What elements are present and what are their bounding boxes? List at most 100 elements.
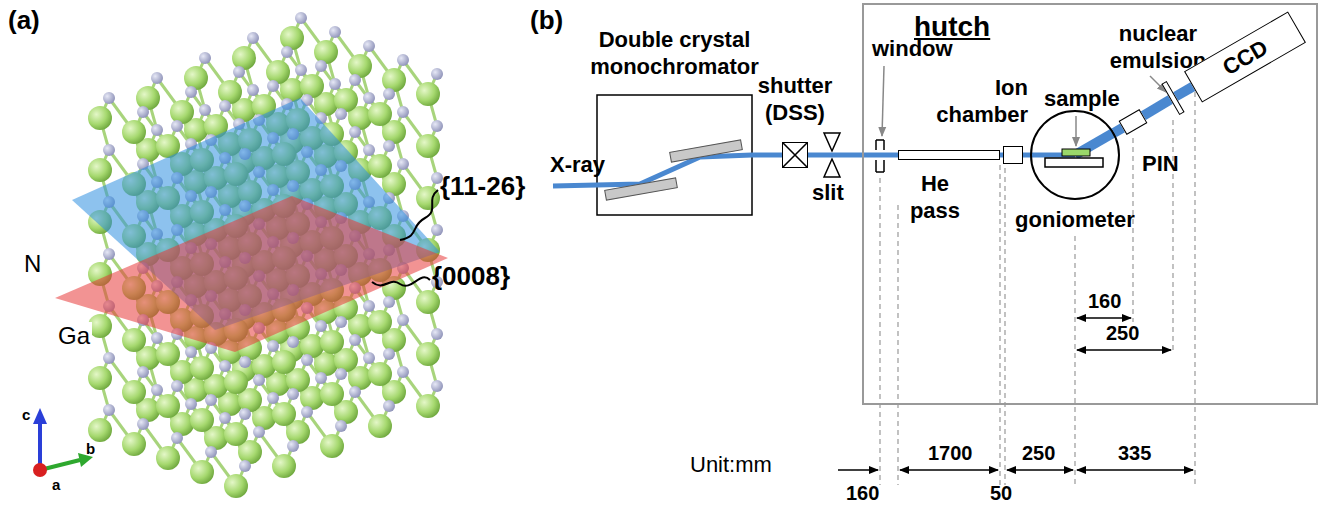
- text-label: slit: [812, 180, 844, 205]
- ga-atom: [122, 380, 146, 404]
- ga-atom: [272, 402, 296, 426]
- drawing-part: [1077, 349, 1171, 351]
- n-atom: [397, 106, 409, 118]
- n-atom: [247, 32, 259, 44]
- ga-atom: [416, 290, 440, 314]
- drawing-part: [1077, 317, 1131, 319]
- n-atom: [397, 54, 409, 66]
- ga-atom: [416, 82, 440, 106]
- leader: [882, 66, 884, 136]
- n-atom: [335, 108, 347, 120]
- n-atom: [239, 408, 251, 420]
- text-label: sample: [1044, 86, 1120, 111]
- axis-head: [33, 408, 47, 424]
- node-label: Ion chamber: [920, 74, 1028, 128]
- ga-atom: [122, 328, 146, 352]
- x-ray-beam: [1114, 128, 1122, 133]
- n-atom: [363, 92, 375, 104]
- n-atom: [397, 314, 409, 326]
- ga-atom: [190, 408, 214, 432]
- ga-atom: [416, 394, 440, 418]
- node-shape: [597, 95, 752, 215]
- n-atom: [287, 336, 299, 348]
- n-atom: [383, 348, 395, 360]
- text-label: X-ray: [550, 152, 605, 177]
- ga-atom: [122, 120, 146, 144]
- n-atom: [267, 340, 279, 352]
- ga-atom: [224, 422, 248, 446]
- ga-atom: [136, 86, 160, 110]
- drawing-part: [879, 178, 880, 485]
- text-label: 335: [1118, 442, 1151, 465]
- n-atom: [137, 366, 149, 378]
- axis-a: [33, 463, 47, 477]
- text-label: Unit:mm: [690, 452, 772, 477]
- n-atom: [219, 100, 231, 112]
- n-atom: [171, 432, 183, 444]
- ga-atom: [122, 432, 146, 456]
- text-label: N: [24, 250, 41, 278]
- crystal: [605, 178, 678, 200]
- drawing-part: [897, 205, 898, 485]
- ga-atom: [314, 40, 338, 64]
- ga-atom: [368, 154, 392, 178]
- ga-atom: [218, 80, 242, 104]
- n-atom: [185, 346, 197, 358]
- ga-atom: [190, 460, 214, 484]
- ga-atom: [184, 66, 208, 90]
- drawing-part: [1004, 168, 1005, 485]
- ga-atom: [88, 158, 112, 182]
- n-atom: [335, 316, 347, 328]
- drawing-part: [900, 469, 998, 471]
- ga-atom: [320, 434, 344, 458]
- n-atom: [205, 446, 217, 458]
- node-shape: [782, 142, 808, 168]
- n-atom: [315, 60, 327, 72]
- drawing-part: [999, 165, 1000, 485]
- leader: [400, 190, 438, 240]
- ga-atom: [190, 356, 214, 380]
- text-label: 50: [990, 482, 1012, 505]
- n-atom: [199, 104, 211, 116]
- n-atom: [295, 64, 307, 76]
- n-atom: [151, 384, 163, 396]
- slit: [824, 133, 840, 151]
- ga-atom: [232, 46, 256, 70]
- ga-atom: [368, 414, 392, 438]
- dim-guides: [880, 92, 1195, 485]
- node-label: PIN: [1142, 150, 1202, 177]
- n-atom: [315, 372, 327, 384]
- n-atom: [431, 328, 443, 340]
- ga-atom: [280, 26, 304, 50]
- ga-atom: [416, 342, 440, 366]
- ga-atom: [156, 394, 180, 418]
- text-label: window: [872, 36, 953, 61]
- n-atom: [239, 356, 251, 368]
- node-shape: [1030, 110, 1120, 200]
- n-atom: [383, 140, 395, 152]
- node-box: shutter (DSS): [782, 142, 808, 168]
- n-atom: [301, 406, 313, 418]
- n-atom: [363, 352, 375, 364]
- n-atom: [397, 366, 409, 378]
- x-ray-beam: [1176, 87, 1193, 97]
- drawing-part: [1077, 469, 1193, 471]
- node-shape: [1161, 81, 1184, 115]
- text-label: 160: [846, 482, 879, 505]
- n-atom: [199, 52, 211, 64]
- ga-atom: [272, 454, 296, 478]
- n-atom: [431, 224, 443, 236]
- node-shape: [898, 150, 1000, 160]
- node-box: hutchHe passIon chambergoniometerPINnucl…: [862, 3, 1318, 405]
- axis-c: [38, 420, 42, 470]
- n-atom: [267, 80, 279, 92]
- plane-0008: [55, 196, 448, 352]
- n-atom: [431, 120, 443, 132]
- text-label: {11-26}: [440, 172, 525, 202]
- text-label: 250: [1022, 442, 1055, 465]
- n-atom: [295, 12, 307, 24]
- ga-atom: [88, 366, 112, 390]
- node-label: shutter (DSS): [752, 72, 838, 126]
- n-atom: [151, 332, 163, 344]
- n-atom: [233, 66, 245, 78]
